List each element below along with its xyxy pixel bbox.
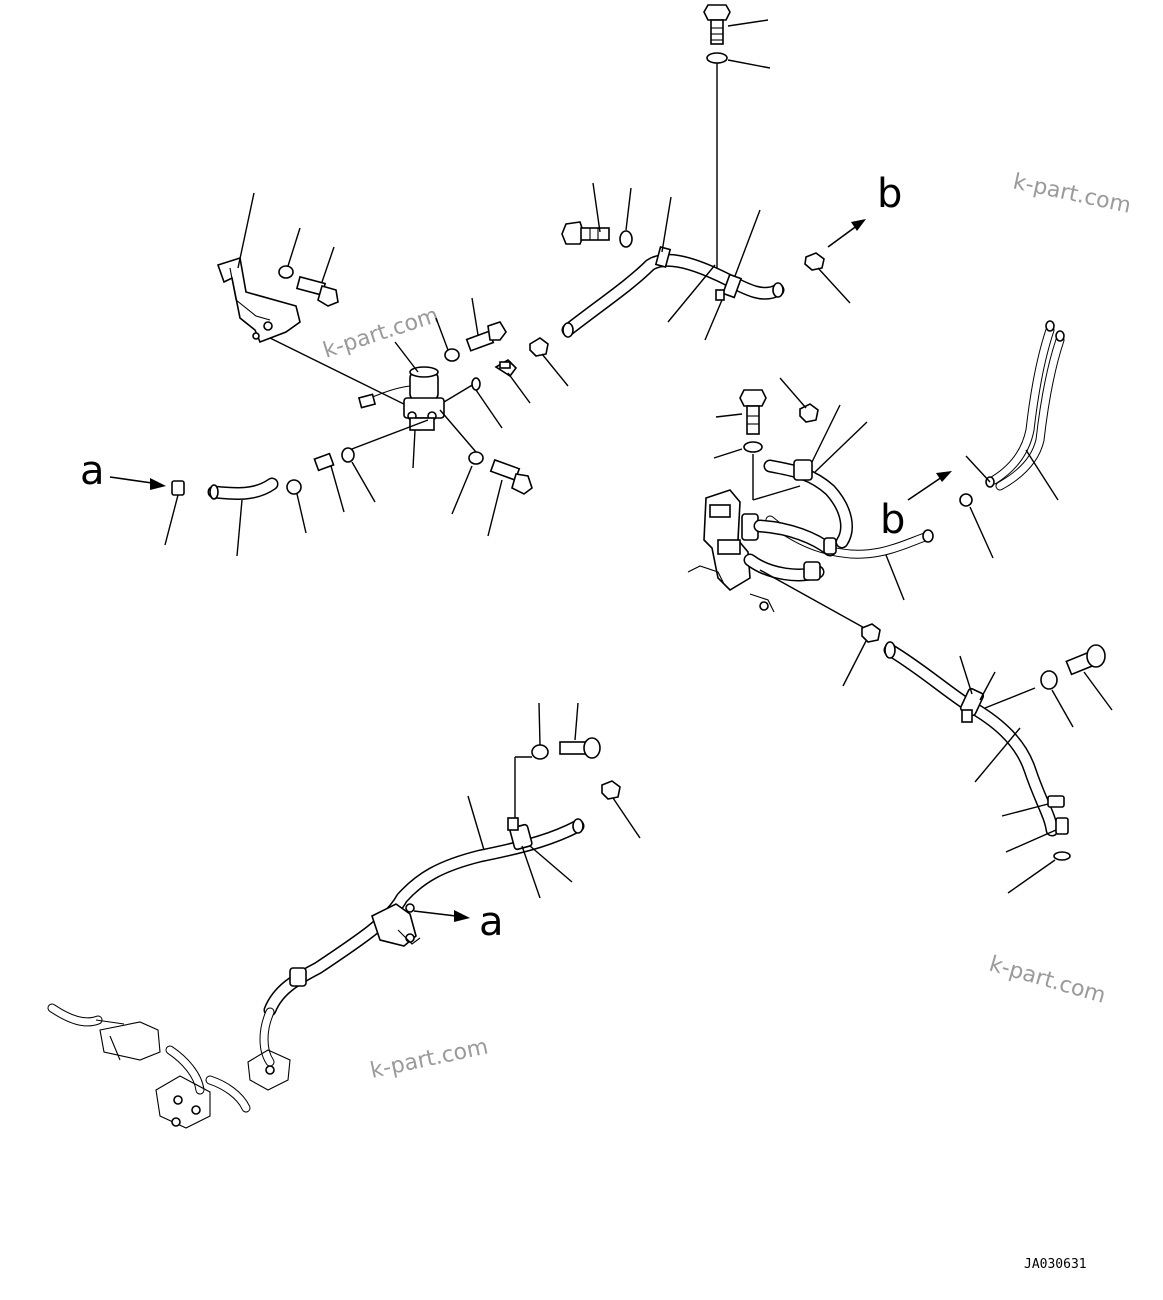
valve-bolt-lower (489, 458, 533, 495)
ref-b-top-label: b (877, 171, 902, 217)
ref-b-mid: b (880, 471, 952, 543)
ref-b-top: b (827, 171, 902, 248)
watermark-top-right: k-part.com (1011, 169, 1133, 218)
ref-a-left-label: a (80, 448, 105, 494)
valve-fittings (435, 297, 569, 429)
lower-center-parts (514, 702, 641, 839)
top-bolt-assembly (703, 4, 771, 280)
bracket-bolt (295, 275, 339, 307)
upper-right-ghost-hose (959, 320, 1065, 559)
top-washer (706, 52, 728, 64)
watermark-bottom-left: k-part.com (368, 1035, 490, 1084)
ref-b-mid-label: b (880, 497, 905, 543)
heater-unit-ghost (47, 1003, 291, 1129)
ref-a-bottom: a (413, 899, 504, 945)
nut-top-right (804, 252, 851, 304)
heater-valve-assembly (687, 377, 934, 631)
solenoid-valve (269, 337, 477, 469)
watermark-mid-right: k-part.com (986, 952, 1108, 1009)
bottom-long-hose (263, 795, 585, 1017)
ref-a-bottom-label: a (479, 899, 504, 945)
lower-right-bolt (1065, 644, 1106, 676)
ref-a-left: a (80, 448, 166, 494)
lower-center-bolt (559, 737, 601, 759)
drawing-code: JA030631 (1024, 1257, 1087, 1272)
valve-bolt-upper (465, 321, 507, 352)
mid-bolt (739, 389, 767, 435)
top-bolt (703, 4, 731, 45)
watermark-top-left: k-part.com (320, 303, 442, 364)
upper-hose-assembly (561, 182, 785, 341)
lower-right-hose-assembly (842, 623, 1113, 894)
lower-left-parts (164, 447, 533, 557)
hose-bolt-left (561, 221, 610, 245)
bracket-assembly (216, 192, 339, 344)
